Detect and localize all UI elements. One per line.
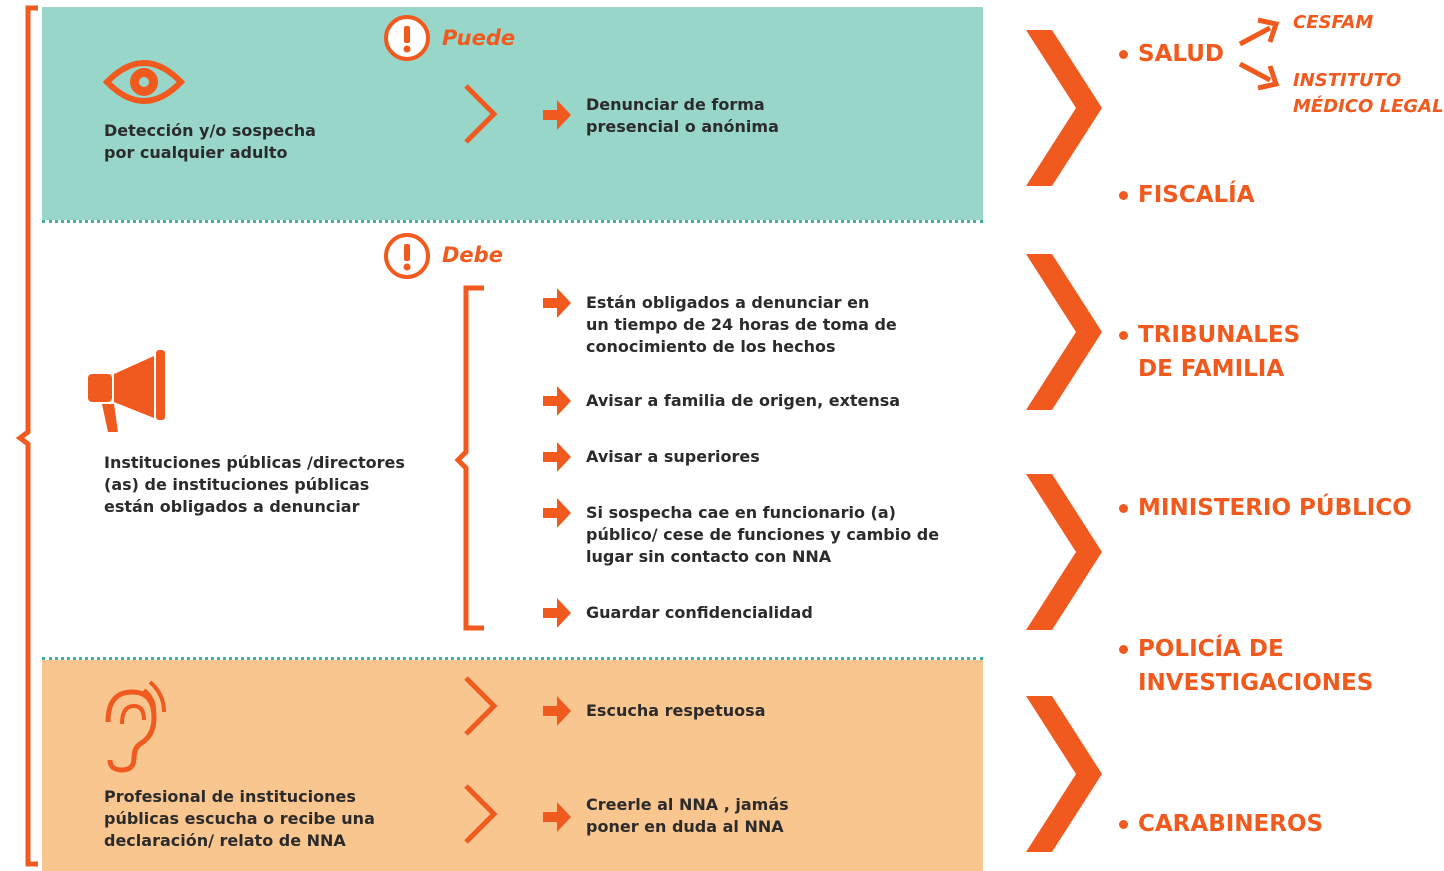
chevron-right-icon: [1026, 30, 1102, 186]
action-believe: Creerle al NNA , jamás poner en duda al …: [586, 795, 789, 836]
chevron-right-icon: [1026, 474, 1102, 630]
arrow-right-icon: [1238, 17, 1280, 91]
actor-institutions: Instituciones públicas /directores (as) …: [104, 453, 405, 516]
actor-professional: Profesional de instituciones públicas es…: [104, 787, 375, 850]
bullet: [1119, 50, 1128, 59]
arrow-right-icon: [543, 802, 571, 832]
dest-salud-iml: INSTITUTO MÉDICO LEGAL: [1293, 70, 1444, 117]
bullet: [1119, 645, 1128, 654]
dest-salud-cesfam: CESFAM: [1293, 12, 1374, 33]
action-must-3: Avisar a superiores: [586, 447, 760, 466]
dest-ministerio: MINISTERIO PÚBLICO: [1138, 495, 1412, 521]
action-must-2: Avisar a familia de origen, extensa: [586, 391, 901, 410]
actor-adult: Detección y/o sospecha por cualquier adu…: [104, 121, 316, 162]
panel-divider-bottom: [42, 657, 983, 660]
inner-bracket: [454, 285, 484, 631]
bullet: [1119, 504, 1128, 513]
ear-icon: [105, 680, 166, 773]
chevron-right-icon: [464, 676, 498, 736]
action-report: Denunciar de forma presencial o anónima: [586, 95, 779, 136]
arrow-right-icon: [543, 498, 571, 528]
dest-carabineros: CARABINEROS: [1138, 811, 1324, 837]
bullet: [1119, 331, 1128, 340]
megaphone-icon: [88, 350, 165, 432]
bullet: [1119, 820, 1128, 829]
arrow-right-icon: [543, 386, 571, 416]
dest-fiscalia: FISCALÍA: [1138, 182, 1255, 208]
action-must-1: Están obligados a denunciar en un tiempo…: [586, 293, 897, 356]
chevron-right-icon: [464, 84, 498, 144]
outer-bracket: [15, 5, 38, 867]
arrow-right-icon: [543, 696, 571, 726]
dest-pdi: POLICÍA DE INVESTIGACIONES: [1138, 636, 1374, 696]
chevron-right-icon: [1026, 254, 1102, 410]
alert-icon: [384, 233, 430, 279]
arrow-right-icon: [543, 598, 571, 628]
mode-can-label: Puede: [442, 26, 516, 50]
eye-icon: [102, 60, 186, 104]
panel-divider-top: [42, 220, 983, 223]
alert-icon: [384, 15, 430, 61]
action-must-4: Si sospecha cae en funcionario (a) públi…: [586, 503, 940, 566]
panel-can: [42, 7, 983, 220]
arrow-right-icon: [543, 442, 571, 472]
action-listen: Escucha respetuosa: [586, 701, 766, 720]
bullet: [1119, 191, 1128, 200]
dest-tribunales: TRIBUNALES DE FAMILIA: [1138, 322, 1301, 382]
arrow-right-icon: [543, 288, 571, 318]
action-must-5: Guardar confidencialidad: [586, 603, 813, 622]
dest-salud: SALUD: [1138, 41, 1224, 67]
mode-must-label: Debe: [442, 243, 503, 267]
chevron-right-icon: [464, 784, 498, 844]
chevron-right-icon: [1026, 696, 1102, 852]
panel-professional: [42, 660, 983, 871]
arrow-right-icon: [543, 100, 571, 130]
